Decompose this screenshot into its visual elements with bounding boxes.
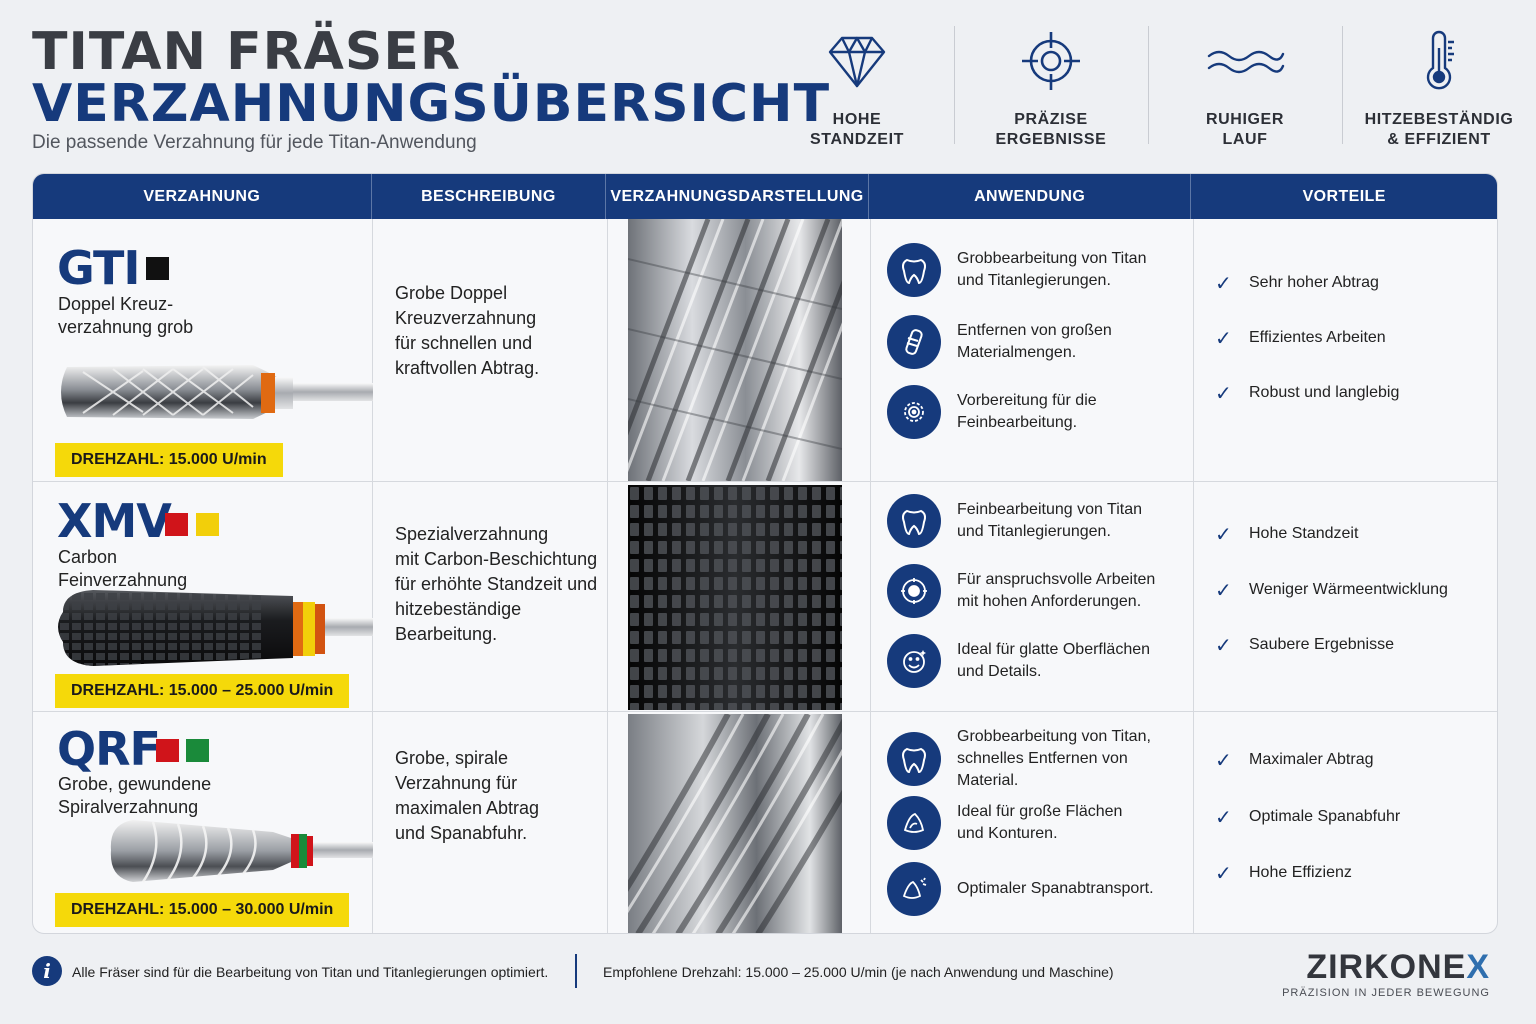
cut-name: Doppel Kreuz- verzahnung grob <box>58 294 194 337</box>
application-item: Ideal für große Flächen und Konturen. <box>887 796 1122 850</box>
advantage-item: ✓Effizientes Arbeiten <box>1215 326 1386 350</box>
application-item: Grobbearbeitung von Titan und Titanlegie… <box>887 243 1146 297</box>
brand-logo: ZIRKONEX PRÄZISION IN JEDER BEWEGUNG <box>1282 948 1490 999</box>
column-header-verzahnung: VERZAHNUNG <box>33 174 372 219</box>
table-row-gti: GTI Doppel Kreuz- verzahnung grob DREHZA… <box>33 219 1497 481</box>
advantage-item: ✓Hohe Standzeit <box>1215 522 1359 546</box>
page-title-line2: VERZAHNUNGSÜBERSICHT <box>32 74 831 134</box>
thermometer-icon <box>1426 30 1454 90</box>
advantage-item: ✓Weniger Wärmeentwicklung <box>1215 578 1448 602</box>
texture-image-qrf <box>628 714 842 933</box>
texture-image-xmv <box>628 485 842 710</box>
feature-hitzebestaendig: HITZEBESTÄNDIG & EFFIZIENT <box>1342 22 1536 150</box>
feature-strip: HOHE STANDZEIT PRÄZISE ERGEBNISSE RUHIGE… <box>760 22 1536 150</box>
brand-x: X <box>1466 948 1490 986</box>
application-item: Vorbereitung für die Feinbearbeitung. <box>887 385 1097 439</box>
checkmark-icon: ✓ <box>1215 805 1232 829</box>
rpm-badge: DREHZAHL: 15.000 U/min <box>55 443 283 477</box>
feature-label-line1: RUHIGER <box>1206 111 1284 128</box>
chip-icon <box>887 796 941 850</box>
footer-note-drehzahl: Empfohlene Drehzahl: 15.000 – 25.000 U/m… <box>603 964 1114 980</box>
color-swatch-yellow <box>196 513 219 536</box>
color-swatch-red <box>165 513 188 536</box>
bur-gti-image <box>61 365 373 419</box>
feature-label-line1: HOHE <box>832 111 882 128</box>
column-header-anwendung: ANWENDUNG <box>869 174 1192 219</box>
advantage-item: ✓Hohe Effizienz <box>1215 861 1352 885</box>
checkmark-icon: ✓ <box>1215 861 1232 885</box>
advantage-item: ✓Saubere Ergebnisse <box>1215 633 1394 657</box>
checkmark-icon: ✓ <box>1215 271 1232 295</box>
column-header-vorteile: VORTEILE <box>1302 187 1386 205</box>
brand-name: ZIRKONE <box>1306 948 1467 986</box>
advantage-item: ✓Maximaler Abtrag <box>1215 748 1374 772</box>
checkmark-icon: ✓ <box>1215 381 1232 405</box>
page-title-line1: TITAN FRÄSER <box>32 22 461 82</box>
tooth-icon <box>887 732 941 786</box>
feature-label-line2: ERGEBNISSE <box>995 131 1107 148</box>
application-item: Ideal für glatte Oberflächen und Details… <box>887 634 1150 688</box>
brand-tagline: PRÄZISION IN JEDER BEWEGUNG <box>1282 987 1490 999</box>
feature-ruhiger-lauf: RUHIGER LAUF <box>1148 22 1342 150</box>
code-xmv: XMV <box>57 494 172 548</box>
color-swatch-green <box>186 739 209 762</box>
footer: i Alle Fräser sind für die Bearbeitung v… <box>32 948 1498 999</box>
table-header: VERZAHNUNG BESCHREIBUNG VERZAHNUNGSDARST… <box>33 174 1497 219</box>
feature-label-line1: PRÄZISE <box>1014 111 1088 128</box>
gear-icon <box>887 385 941 439</box>
color-swatch-black <box>146 257 169 280</box>
feature-label-line2: LAUF <box>1222 131 1268 148</box>
application-item: Für anspruchsvolle Arbeiten mit hohen An… <box>887 564 1155 618</box>
smile-icon <box>887 634 941 688</box>
checkmark-icon: ✓ <box>1215 522 1232 546</box>
footer-divider <box>575 954 577 988</box>
checkmark-icon: ✓ <box>1215 633 1232 657</box>
waves-icon <box>1207 50 1285 74</box>
column-header-beschreibung: BESCHREIBUNG <box>372 174 607 219</box>
texture-image-gti <box>628 219 842 481</box>
precision-gear-icon <box>887 564 941 618</box>
code-gti: GTI <box>57 241 140 295</box>
feature-standzeit: HOHE STANDZEIT <box>760 22 954 150</box>
code-qrf: QRF <box>57 722 161 776</box>
tooth-icon <box>887 243 941 297</box>
bur-qrf-image <box>110 820 373 883</box>
info-icon: i <box>32 956 62 986</box>
table-row-qrf: QRF Grobe, gewundene Spiralverzahnung DR… <box>33 711 1497 933</box>
rpm-badge: DREHZAHL: 15.000 – 30.000 U/min <box>55 893 350 927</box>
rpm-badge: DREHZAHL: 15.000 – 25.000 U/min <box>55 674 350 708</box>
feature-praezise: PRÄZISE ERGEBNISSE <box>954 22 1148 150</box>
chip-transport-icon <box>887 862 941 916</box>
checkmark-icon: ✓ <box>1215 326 1232 350</box>
description: Grobe Doppel Kreuzverzahnung für schnell… <box>395 283 540 378</box>
feature-label-line2: STANDZEIT <box>810 131 904 148</box>
feature-label-line2: & EFFIZIENT <box>1387 131 1491 148</box>
description: Spezialverzahnung mit Carbon-Beschichtun… <box>395 524 598 644</box>
column-header-darstellung: VERZAHNUNGSDARSTELLUNG <box>606 174 869 219</box>
page-subtitle: Die passende Verzahnung für jede Titan-A… <box>32 132 477 153</box>
checkmark-icon: ✓ <box>1215 578 1232 602</box>
application-item: Optimaler Spanabtransport. <box>887 862 1154 916</box>
table-row-xmv: XMV Carbon Feinverzahnung DREHZAHL: 15.0… <box>33 481 1497 711</box>
advantage-item: ✓Robust und langlebig <box>1215 381 1400 405</box>
application-item: Grobbearbeitung von Titan, schnelles Ent… <box>887 726 1151 792</box>
verzahnung-table: VERZAHNUNG BESCHREIBUNG VERZAHNUNGSDARST… <box>32 173 1498 934</box>
feature-label-line1: HITZEBESTÄNDIG <box>1364 111 1514 128</box>
crosshair-icon <box>1022 32 1080 90</box>
advantage-item: ✓Sehr hoher Abtrag <box>1215 271 1379 295</box>
checkmark-icon: ✓ <box>1215 748 1232 772</box>
description: Grobe, spirale Verzahnung für maximalen … <box>395 748 540 843</box>
application-item: Entfernen von großen Materialmengen. <box>887 315 1112 369</box>
bur-xmv-image <box>58 590 373 666</box>
application-item: Feinbearbeitung von Titan und Titanlegie… <box>887 494 1142 548</box>
implant-icon <box>887 315 941 369</box>
tooth-icon <box>887 494 941 548</box>
advantage-item: ✓Optimale Spanabfuhr <box>1215 805 1401 829</box>
cut-name: Grobe, gewundene Spiralverzahnung <box>58 774 212 817</box>
footer-note-titan: Alle Fräser sind für die Bearbeitung von… <box>72 964 549 980</box>
cut-name: Carbon Feinverzahnung <box>58 547 188 590</box>
color-swatch-red <box>156 739 179 762</box>
diamond-icon <box>828 36 886 88</box>
